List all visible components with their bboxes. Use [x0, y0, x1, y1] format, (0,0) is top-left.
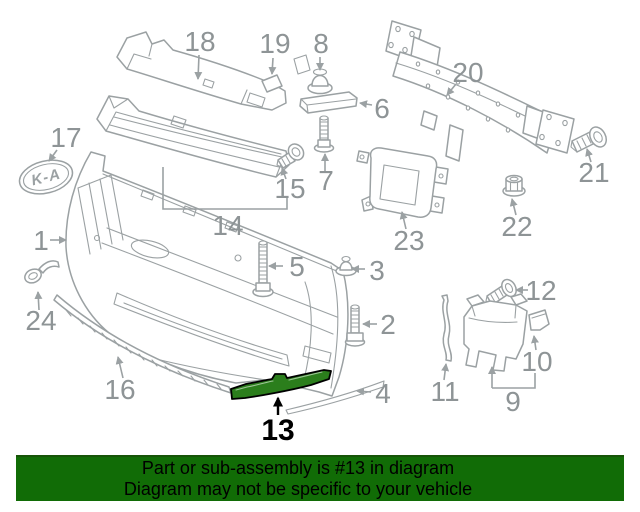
part-5-label: 5 [289, 251, 305, 282]
part-11-side-bracket [441, 294, 453, 362]
part-12-label: 12 [525, 275, 556, 306]
part-1-bumper-cover [65, 151, 349, 397]
part-6-pad [299, 91, 358, 114]
part-9-label: 9 [505, 386, 521, 417]
part-23-arrow [399, 211, 408, 230]
part-12-screw [485, 278, 517, 306]
part-4-molding-strip [285, 380, 385, 415]
part-8-grommet [307, 68, 333, 95]
part-24-clip [24, 260, 60, 284]
part-16-arrow [115, 356, 124, 379]
part-14-grille-reinforcement [96, 95, 290, 178]
part-8-label: 8 [313, 28, 329, 59]
part-19-label: 19 [259, 28, 290, 59]
part-18-label: 18 [184, 26, 215, 57]
part-18-arrow [194, 54, 203, 80]
part-17-label: 17 [50, 122, 81, 153]
part-20-arrow [446, 83, 457, 96]
part-2-bolt [344, 304, 366, 347]
part-10-label: 10 [521, 346, 552, 377]
highlight-banner: Part or sub-assembly is #13 in diagram D… [16, 455, 624, 501]
part-16-label: 16 [104, 374, 135, 405]
callout-labels: 1 2 3 4 5 6 7 8 9 10 11 12 13 14 15 16 1… [25, 26, 609, 447]
banner-line-1: Part or sub-assembly is #13 in diagram [141, 458, 455, 478]
part-20-bumper-reinforcement-bar [385, 20, 575, 162]
part-21-label: 21 [578, 157, 609, 188]
part-1-label: 1 [33, 225, 49, 256]
part-7-label: 7 [318, 165, 334, 196]
leader-lines [34, 54, 593, 415]
part-13-label: 13 [261, 414, 294, 447]
part-20-label: 20 [452, 57, 483, 88]
part-22-arrow [509, 198, 518, 216]
part-11-label: 11 [430, 376, 459, 407]
part-9-mounting-bracket [463, 293, 528, 372]
part-18-energy-absorber [116, 31, 311, 111]
part-19-arrow [268, 57, 277, 75]
part-10-arrow [531, 335, 539, 351]
part-23-label: 23 [393, 225, 424, 256]
part-3-label: 3 [369, 255, 385, 286]
part-11-arrow [441, 363, 450, 381]
part-24-label: 24 [25, 305, 56, 336]
part-9-bracket [492, 373, 536, 389]
part-7-screw [313, 115, 335, 153]
part-13-highlighted-molding [230, 369, 332, 400]
part-14-bracket [162, 167, 288, 210]
part-22-label: 22 [501, 211, 532, 242]
banner-line-2: Diagram may not be specific to your vehi… [123, 479, 473, 499]
part-2-label: 2 [380, 309, 396, 340]
part-21-bolt [570, 126, 608, 153]
exploded-parts-diagram: K-A [18, 20, 610, 447]
part-4-label: 4 [375, 378, 391, 409]
part-22-flange-nut [502, 174, 526, 197]
part-6-arrow [359, 100, 373, 109]
emblem-text: K-A [30, 166, 63, 190]
part-24-arrow [34, 291, 43, 311]
part-17-kia-emblem: K-A [18, 159, 74, 195]
part-15-arrow [280, 167, 289, 180]
part-15-label: 15 [274, 173, 305, 204]
part-15-screw [276, 143, 305, 169]
part-13-shape [230, 369, 332, 400]
part-21-arrow [585, 148, 593, 163]
part-4-arrow [356, 387, 372, 396]
part-19-pad [261, 74, 283, 93]
part-6-label: 6 [374, 93, 390, 124]
part-10-bracket-pad [528, 309, 550, 331]
part-17-arrow [48, 149, 58, 162]
part-14-label: 14 [212, 210, 243, 241]
part-23-sensor-module [356, 147, 449, 218]
part-3-grommet [335, 255, 357, 277]
part-5-bolt [252, 240, 274, 298]
